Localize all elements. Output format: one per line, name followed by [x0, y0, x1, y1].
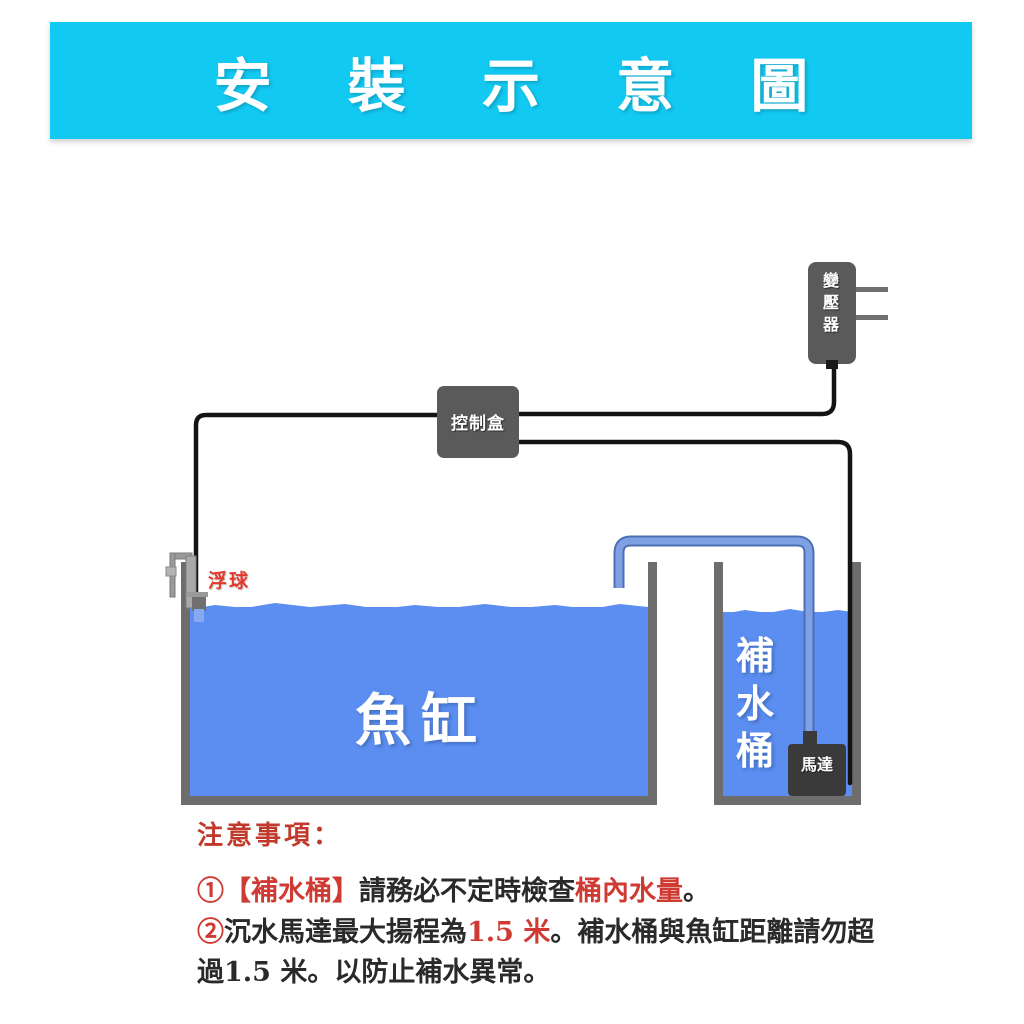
note-segment: 【補水桶】 — [224, 876, 359, 907]
notes-list: ①【補水桶】請務必不定時檢查桶內水量。②沉水馬達最大揚程為1.5 米。補水桶與魚… — [197, 872, 897, 994]
note-segment: 。補水桶與魚缸距離請勿超過1.5 米。以防止補水異常。 — [197, 916, 875, 989]
note-segment: 桶內水量 — [575, 876, 683, 907]
note-segment: 。 — [683, 876, 710, 907]
header-banner: 安 裝 示 意 圖 — [50, 22, 972, 139]
note-segment: 沉水馬達最大揚程為 — [224, 916, 467, 948]
notes-block: 注意事項： ①【補水桶】請務必不定時檢查桶內水量。②沉水馬達最大揚程為1.5 米… — [197, 815, 897, 994]
wiring — [193, 360, 853, 786]
note-item: ①【補水桶】請務必不定時檢查桶內水量。 — [197, 872, 897, 913]
float-switch — [165, 552, 208, 622]
wire-control-to-pump — [516, 439, 853, 786]
notes-heading: 注意事項： — [197, 821, 343, 851]
refill-hose — [613, 535, 815, 750]
pump-label: 馬達 — [800, 755, 833, 774]
transformer-adapter — [808, 262, 888, 369]
water-surface-bucket — [723, 609, 852, 620]
float-switch-label: 浮球 — [208, 570, 251, 592]
control-box — [437, 386, 519, 458]
water-surface-tank — [190, 603, 648, 615]
transformer-label: 變 壓 器 — [822, 271, 839, 335]
refill-bucket-label: 補 水 桶 — [735, 633, 774, 773]
fish-tank — [181, 562, 657, 805]
page-title: 安 裝 示 意 圖 — [213, 51, 837, 120]
wire-control-to-transformer — [516, 360, 837, 417]
wire-float-to-control — [193, 412, 440, 595]
note-segment: 請務必不定時檢查 — [359, 876, 575, 907]
note-number: ② — [197, 916, 224, 948]
note-item: ②沉水馬達最大揚程為1.5 米。補水桶與魚缸距離請勿超過1.5 米。以防止補水異… — [197, 913, 897, 994]
note-number: ① — [197, 876, 224, 907]
fish-tank-label: 魚缸 — [355, 688, 487, 754]
pump-motor — [788, 731, 846, 796]
control-box-label: 控制盒 — [451, 414, 505, 434]
note-segment: 1.5 米 — [467, 916, 551, 948]
